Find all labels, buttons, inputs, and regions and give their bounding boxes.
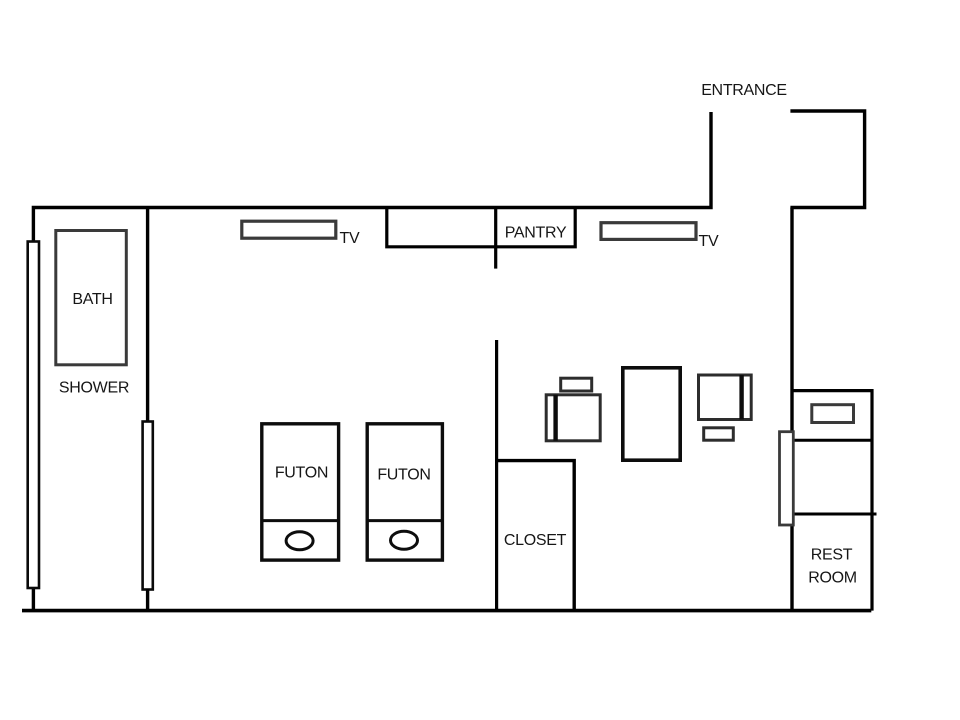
- entrance-label: ENTRANCE: [701, 82, 787, 99]
- shower-sliding-door: [141, 420, 155, 591]
- restroom-door: [778, 430, 795, 527]
- shower-label: SHOWER: [59, 380, 129, 397]
- top-wall: [31, 112, 713, 243]
- futon-left-pillow: [284, 530, 315, 552]
- tv-right-label: TV: [699, 233, 719, 250]
- restroom-label-line1: REST: [811, 547, 853, 564]
- left-sliding-door: [26, 240, 41, 590]
- restroom-label-line2: ROOM: [808, 570, 857, 587]
- table: [620, 365, 682, 462]
- futon-right-pillow: [389, 529, 419, 551]
- entrance-alcove-wall: [790, 109, 867, 210]
- side-table-left: [559, 376, 594, 393]
- tv-left: [240, 219, 338, 240]
- bath-label: BATH: [72, 291, 112, 308]
- chair-right: [697, 373, 753, 421]
- futon-left-mattress: [260, 422, 341, 562]
- restroom-wall: [792, 389, 874, 611]
- futon-left: [260, 422, 341, 562]
- futon-right-mattress: [365, 422, 445, 562]
- closet-label: CLOSET: [504, 532, 567, 549]
- closet-wall: [496, 458, 576, 611]
- kitchen-counter-wall: [385, 207, 577, 249]
- chair-left: [544, 393, 602, 443]
- futon-right-label: FUTON: [377, 467, 430, 484]
- side-table-right: [702, 426, 735, 442]
- toilet-cistern: [810, 403, 855, 425]
- futon-left-label: FUTON: [275, 465, 328, 482]
- tv-left-label: TV: [340, 230, 360, 247]
- tv-right: [599, 221, 698, 241]
- pantry-label: PANTRY: [505, 225, 567, 242]
- futon-right: [365, 422, 445, 562]
- bath-tub: [54, 229, 128, 367]
